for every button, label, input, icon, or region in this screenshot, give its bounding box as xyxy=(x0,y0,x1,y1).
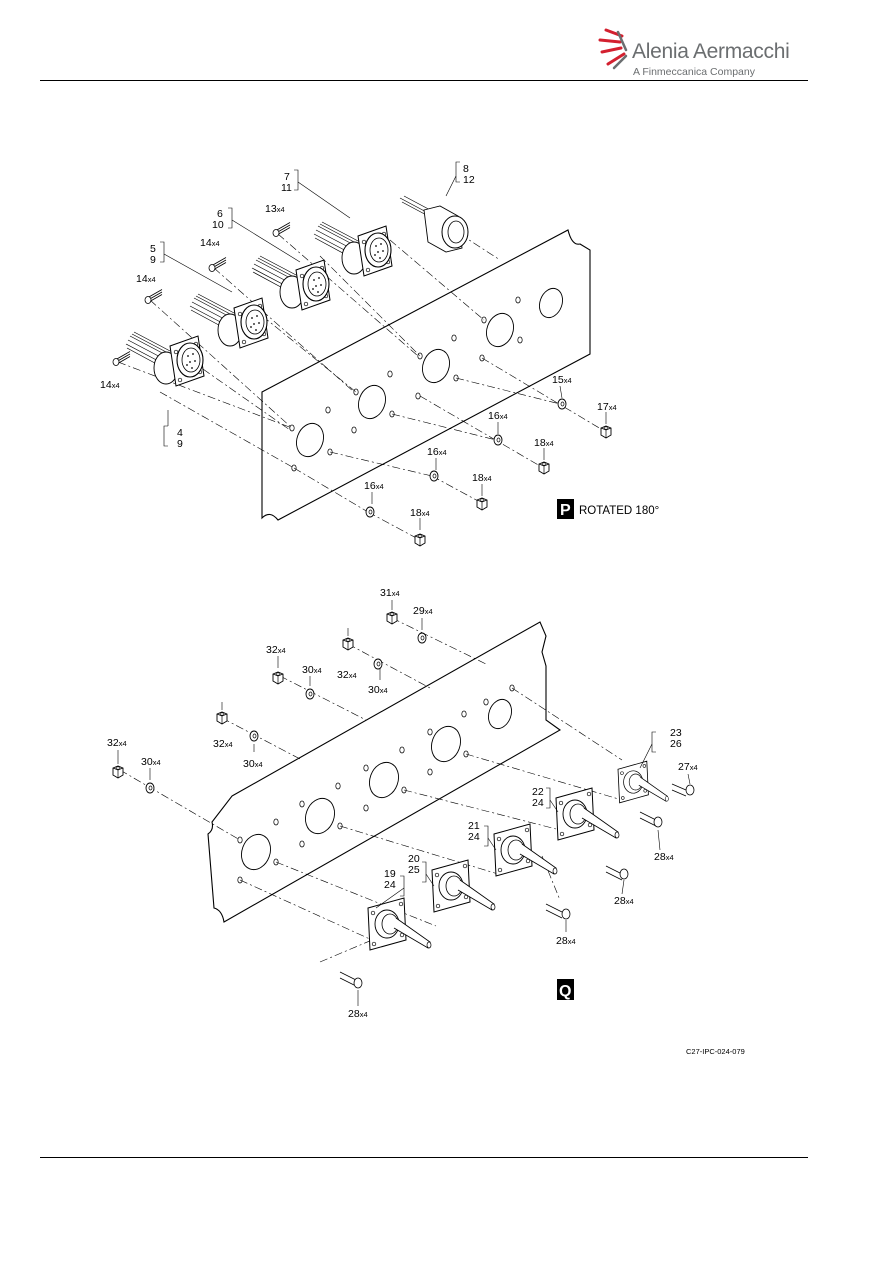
callout-8-12-line1: 8 xyxy=(463,163,469,175)
view-q-panel xyxy=(112,611,695,989)
callout-20-25-line2: 25 xyxy=(408,864,420,876)
callout-18: 18x4 xyxy=(410,507,430,519)
callout-14: 14x4 xyxy=(100,379,120,391)
callout-21-24-line2: 24 xyxy=(468,831,480,843)
callout-22-24-line2: 24 xyxy=(532,797,544,809)
view-q-callouts: 31x4 29x4 32x4 30x4 32x4 30x4 32x4 30x4 … xyxy=(107,587,698,1020)
callout-32: 32x4 xyxy=(107,737,127,749)
callout-8-12-line2: 12 xyxy=(463,174,475,186)
callout-7-11-line2: 11 xyxy=(281,182,292,194)
brand-tagline: A Finmeccanica Company xyxy=(633,66,755,78)
callout-4-9-line1: 4 xyxy=(177,427,183,439)
callout-18: 18x4 xyxy=(534,437,554,449)
callout-30: 30x4 xyxy=(368,684,388,696)
callout-23-26-line2: 26 xyxy=(670,738,682,750)
callout-30: 30x4 xyxy=(243,758,263,770)
callout-lines-p xyxy=(371,385,607,530)
callout-15: 15x4 xyxy=(552,374,572,386)
callout-5-9-line2: 9 xyxy=(150,254,156,266)
callout-14: 14x4 xyxy=(200,237,220,249)
callout-18: 18x4 xyxy=(472,472,492,484)
callout-29: 29x4 xyxy=(413,605,433,617)
callout-20-25-line1: 20 xyxy=(408,853,420,865)
callout-16: 16x4 xyxy=(488,410,508,422)
view-p-badge-letter: P xyxy=(560,502,571,519)
callout-27: 27x4 xyxy=(678,761,698,773)
callout-32: 32x4 xyxy=(213,738,233,750)
callout-17: 17x4 xyxy=(597,401,617,413)
callout-21-24-line1: 21 xyxy=(468,820,480,832)
company-logo xyxy=(598,28,628,70)
callout-28: 28x4 xyxy=(348,1008,368,1020)
callout-6-10-line1: 6 xyxy=(217,208,223,220)
callout-4-9-line2: 9 xyxy=(177,438,183,450)
callout-30: 30x4 xyxy=(141,756,161,768)
callout-22-24-line1: 22 xyxy=(532,786,544,798)
callout-30: 30x4 xyxy=(302,664,322,676)
callout-6-10-line2: 10 xyxy=(212,219,224,231)
callout-28: 28x4 xyxy=(556,935,576,947)
callout-19-24-line1: 19 xyxy=(384,868,396,880)
callout-13: 13x4 xyxy=(265,203,285,215)
footer-rule xyxy=(40,1157,808,1158)
callout-19-24-line2: 24 xyxy=(384,879,396,891)
view-q-badge xyxy=(557,979,574,1000)
header-rule xyxy=(40,80,808,81)
callout-16: 16x4 xyxy=(427,446,447,458)
callout-32: 32x4 xyxy=(337,669,357,681)
view-q-badge-letter: Q xyxy=(559,983,571,1000)
callout-28: 28x4 xyxy=(654,851,674,863)
callout-7-11-line1: 7 xyxy=(284,171,290,183)
callout-14: 14x4 xyxy=(136,273,156,285)
callout-5-9-line1: 5 xyxy=(150,243,156,255)
view-p-badge xyxy=(557,499,574,519)
view-p-callouts: 7 11 8 12 6 10 5 9 4 9 13x4 14x4 14x4 14… xyxy=(100,163,617,530)
callout-31: 31x4 xyxy=(380,587,400,599)
callout-16: 16x4 xyxy=(364,480,384,492)
callout-28: 28x4 xyxy=(614,895,634,907)
callout-lines-q xyxy=(117,600,691,1006)
brand-name: Alenia Aermacchi xyxy=(632,40,790,63)
figure-reference: C27-IPC-024-079 xyxy=(686,1047,745,1056)
view-p-panel xyxy=(112,161,612,547)
callout-32: 32x4 xyxy=(266,644,286,656)
view-p-caption: ROTATED 180° xyxy=(579,505,659,517)
callout-23-26-line1: 23 xyxy=(670,727,682,739)
